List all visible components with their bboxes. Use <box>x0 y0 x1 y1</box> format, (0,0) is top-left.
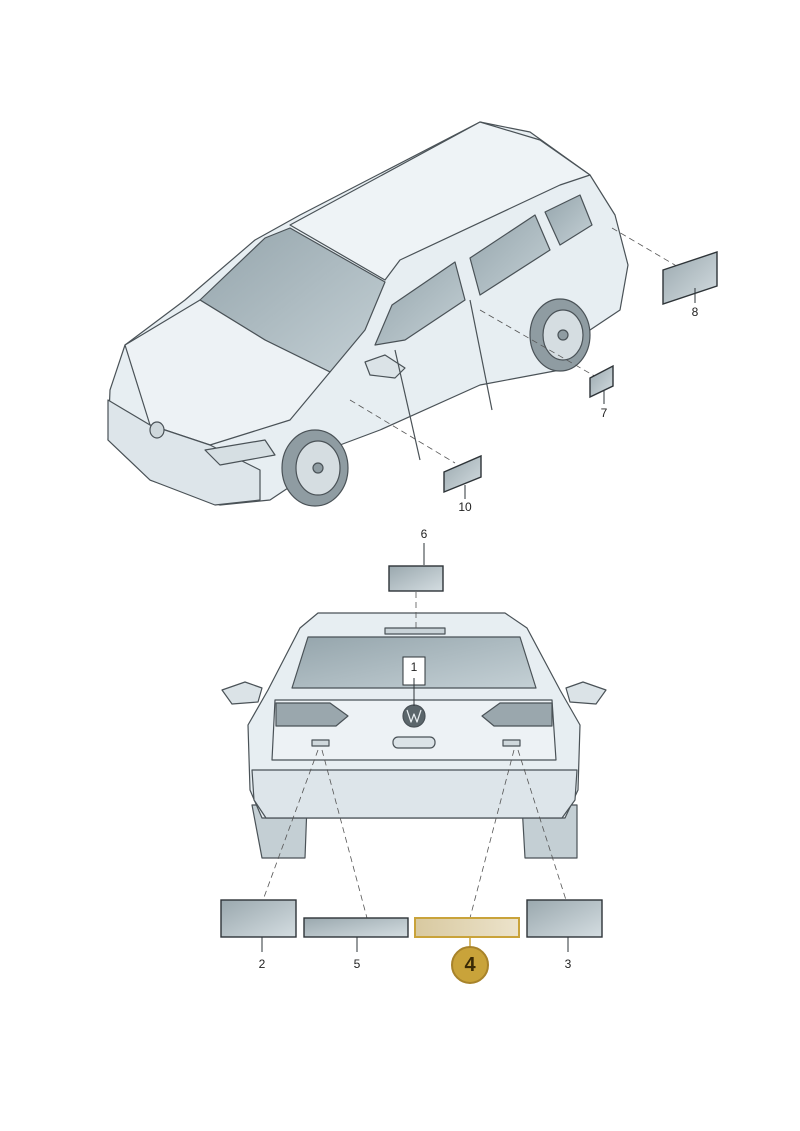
tail-light-right <box>481 702 553 727</box>
mirror-right <box>565 681 607 705</box>
callout-6: 6 <box>420 527 428 541</box>
front-emblem <box>149 421 165 439</box>
car-side-view <box>107 121 629 507</box>
label-plate-2 <box>220 899 297 952</box>
plate-recess <box>392 736 436 749</box>
front-bumper <box>107 399 261 506</box>
car-rear-view <box>221 612 607 859</box>
label-plate-10 <box>443 454 482 499</box>
callout-5: 5 <box>353 957 361 971</box>
label-plate-4 <box>414 917 520 948</box>
callout-8: 8 <box>691 305 699 319</box>
callout-4-highlighted[interactable]: 4 <box>451 946 489 984</box>
headlight <box>204 439 276 466</box>
callout-10: 10 <box>458 500 472 514</box>
leader-lines-top <box>349 227 681 464</box>
rear-emblem <box>402 704 426 728</box>
tail-light-left <box>275 702 349 727</box>
side-window-front <box>374 261 466 346</box>
callout-2: 2 <box>258 957 266 971</box>
label-plate-8 <box>662 251 718 305</box>
label-plate-7 <box>589 364 614 404</box>
callout-7: 7 <box>600 406 608 420</box>
callout-3: 3 <box>564 957 572 971</box>
label-plate-5 <box>303 917 409 952</box>
rear-bumper <box>251 769 578 819</box>
label-1-pointer <box>402 656 426 706</box>
side-window-rear <box>469 214 551 296</box>
mirror-left <box>221 681 263 705</box>
leader-lines-bottom <box>262 592 567 919</box>
front-wheel <box>281 429 349 507</box>
side-window-quarter <box>544 194 593 246</box>
label-plate-6 <box>388 543 444 592</box>
badge-left <box>311 739 330 747</box>
car-roof <box>289 121 591 281</box>
callout-1: 1 <box>410 660 418 674</box>
badge-right <box>502 739 521 747</box>
third-brake-light <box>384 627 446 635</box>
rear-wheel <box>529 298 591 372</box>
label-plate-3 <box>526 899 603 952</box>
